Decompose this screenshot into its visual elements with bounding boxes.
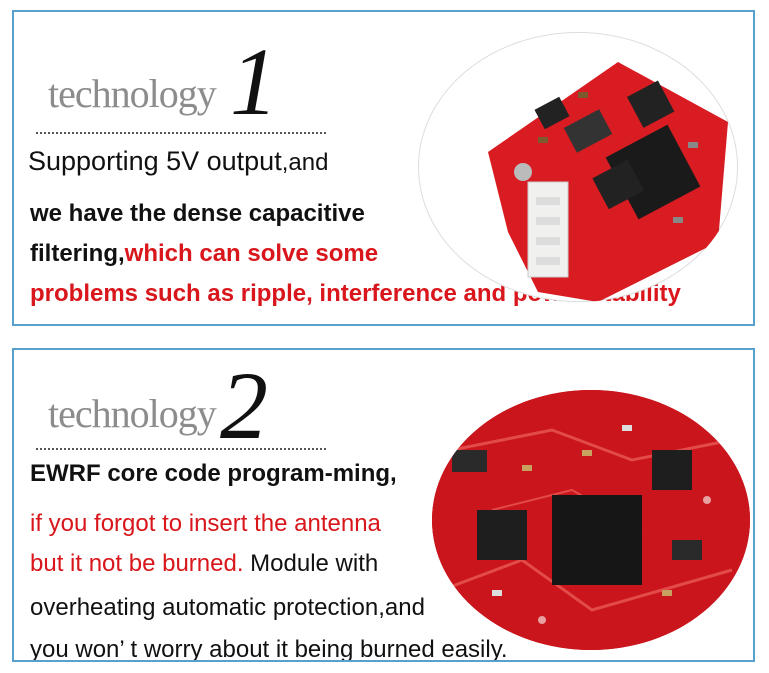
pcb-closeup-illustration (432, 390, 750, 650)
chip-medium (592, 159, 645, 210)
section-2-line-3: but it not be burned. Module with (30, 550, 379, 577)
button-switch (514, 163, 532, 181)
pcb-board-illustration (488, 62, 728, 302)
section-1-heading-word: technology (48, 71, 217, 116)
section-1-line-2: we have the dense capacitive (30, 200, 365, 227)
section-2-heading-number: 2 (220, 352, 268, 459)
section-2-line-2: if you forgot to insert the antenna (30, 510, 381, 537)
dotted-divider (36, 132, 326, 134)
dotted-divider (36, 448, 326, 450)
section-2-line-5: you won’ t worry about it being burned e… (30, 636, 508, 662)
chip-small (627, 80, 675, 128)
small-chip (652, 450, 692, 490)
section-1-heading-number: 1 (230, 28, 278, 135)
technology-1-panel: technology 1 Supporting 5V output,and we… (12, 10, 755, 326)
main-processor-chip (552, 495, 642, 585)
section-2-line-1: EWRF core code program-ming, (30, 460, 397, 487)
section-2-heading-word: technology (48, 391, 217, 436)
label-chip (452, 450, 487, 472)
pcb-board-photo (418, 32, 738, 302)
chip-mid (563, 109, 613, 153)
pcb-closeup-photo (432, 390, 750, 650)
technology-2-panel: technology 2 EWRF core code program-ming… (12, 348, 755, 662)
section-2-line-4: overheating automatic protection,and (30, 594, 425, 621)
chip-tiny (534, 96, 570, 130)
section-1-line-3: filtering,which can solve some (30, 240, 379, 267)
section-1-line-1: Supporting 5V output,and (28, 146, 329, 176)
secondary-chip (477, 510, 527, 560)
